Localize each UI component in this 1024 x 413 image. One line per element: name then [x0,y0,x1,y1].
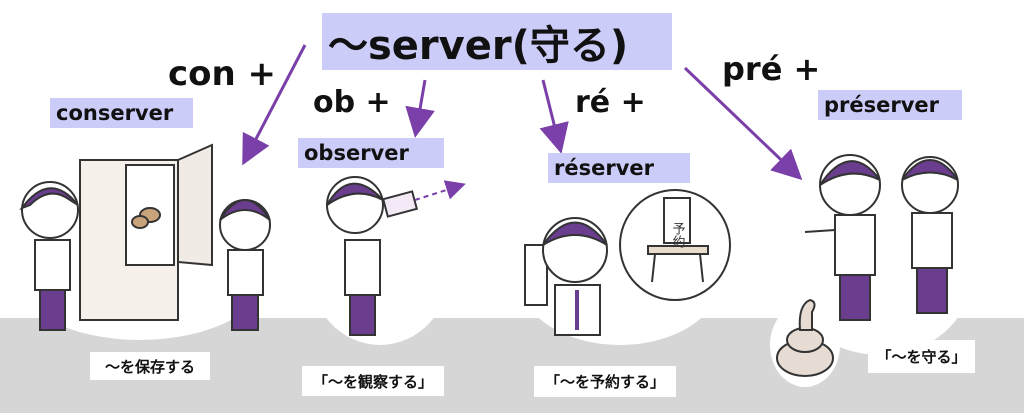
prefix-con: con + [168,54,277,94]
person-preserver-1 [804,154,881,321]
meaning-preserver: 「～を守る」 [868,340,975,373]
arrow-conserver [242,44,307,166]
person-reserver [524,217,608,336]
prefix-pre: pré + [722,50,821,88]
meaning-observer: 「～を観察する」 [302,366,444,396]
person-observer [326,176,419,336]
prefix-re: ré + [575,85,646,120]
person-preserver-2 [901,156,959,314]
meaning-reserver: 「～を予約する」 [534,366,676,397]
word-reserver: réserver [548,153,690,183]
person-conserver-1 [19,181,79,331]
person-conserver-2 [219,199,271,331]
word-preserver: préserver [818,90,962,120]
page-title: ～server(守る) [322,13,672,70]
sign-text: 予約 [670,222,686,248]
word-conserver: conserver [50,98,193,128]
arrow-preserver [683,66,803,181]
arrows [242,44,803,181]
snake-illustration [776,298,834,377]
prefix-ob: ob + [313,85,391,120]
arrow-observer [405,79,435,138]
arrow-reserver [539,79,569,154]
sight-line [414,180,466,201]
fridge-illustration [79,143,213,321]
thought-bubble [619,189,731,301]
word-observer: observer [298,138,444,168]
meaning-conserver: ～を保存する [90,352,210,380]
